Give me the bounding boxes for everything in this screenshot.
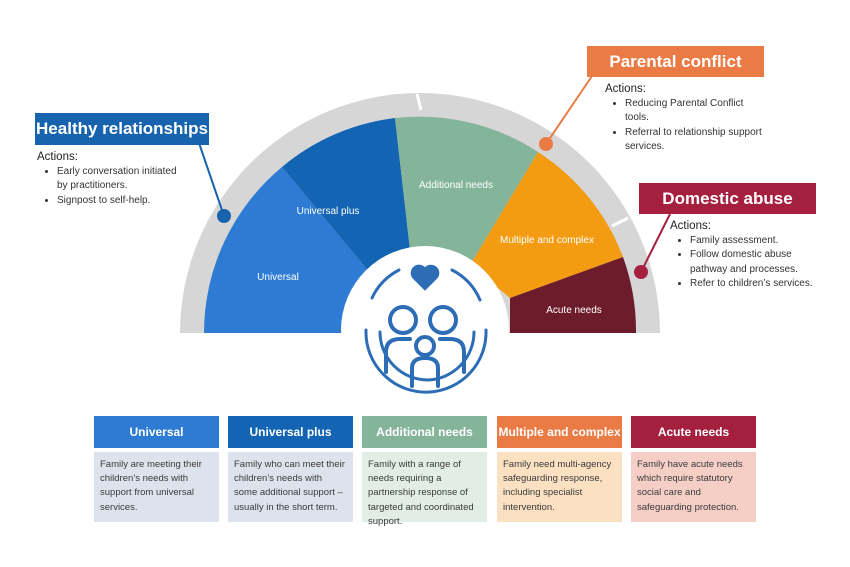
action-item: Refer to children’s services. [690,277,820,292]
card-body-acute-needs: Family have acute needs which require st… [631,452,756,522]
card-body-universal-plus: Family who can meet their children’s nee… [228,452,353,522]
card-title-universal: Universal [94,416,219,448]
parental-conflict-title: Parental conflict [587,46,764,77]
action-item: Follow domestic abuse pathway and proces… [690,248,820,277]
card-body-multiple-complex: Family need multi-agency safeguarding re… [497,452,622,522]
connector-dot-parental [539,137,553,151]
action-item: Reducing Parental Conflict tools. [625,97,765,126]
domestic-abuse-actions: Actions: Family assessment. Follow domes… [670,219,820,292]
actions-heading: Actions: [37,151,78,163]
segment-multiple-complex [470,152,623,298]
card-body-additional-needs: Family with a range of needs requiring a… [362,452,487,527]
card-title-acute-needs: Acute needs [631,416,756,448]
card-body-universal: Family are meeting their children’s need… [94,452,219,522]
segment-label-universal: Universal [257,272,299,283]
segment-additional-needs [395,116,538,265]
segment-label-acute-needs: Acute needs [546,305,602,316]
action-item: Family assessment. [690,234,820,249]
segment-label-additional-needs: Additional needs [419,180,493,191]
action-item: Referral to relationship support service… [625,126,765,155]
segment-label-multiple-complex: Multiple and complex [500,235,594,246]
actions-heading: Actions: [670,220,711,232]
parental-conflict-actions: Actions: Reducing Parental Conflict tool… [605,82,765,155]
segment-acute-needs [510,257,637,333]
healthy-relationships-actions: Actions: Early conversation initiated by… [37,150,187,208]
card-title-additional-needs: Additional needs [362,416,487,448]
actions-heading: Actions: [605,83,646,95]
family-heart-icon [364,264,488,394]
action-item: Signpost to self-help. [57,194,187,209]
connector-dot-domestic [634,265,648,279]
action-item: Early conversation initiated by practiti… [57,165,187,194]
card-title-universal-plus: Universal plus [228,416,353,448]
healthy-relationships-title: Healthy relationships [35,113,209,145]
domestic-abuse-title: Domestic abuse [639,183,816,214]
connector-dot-healthy [217,209,231,223]
segment-label-universal-plus: Universal plus [297,206,360,217]
card-title-multiple-complex: Multiple and complex [497,416,622,448]
